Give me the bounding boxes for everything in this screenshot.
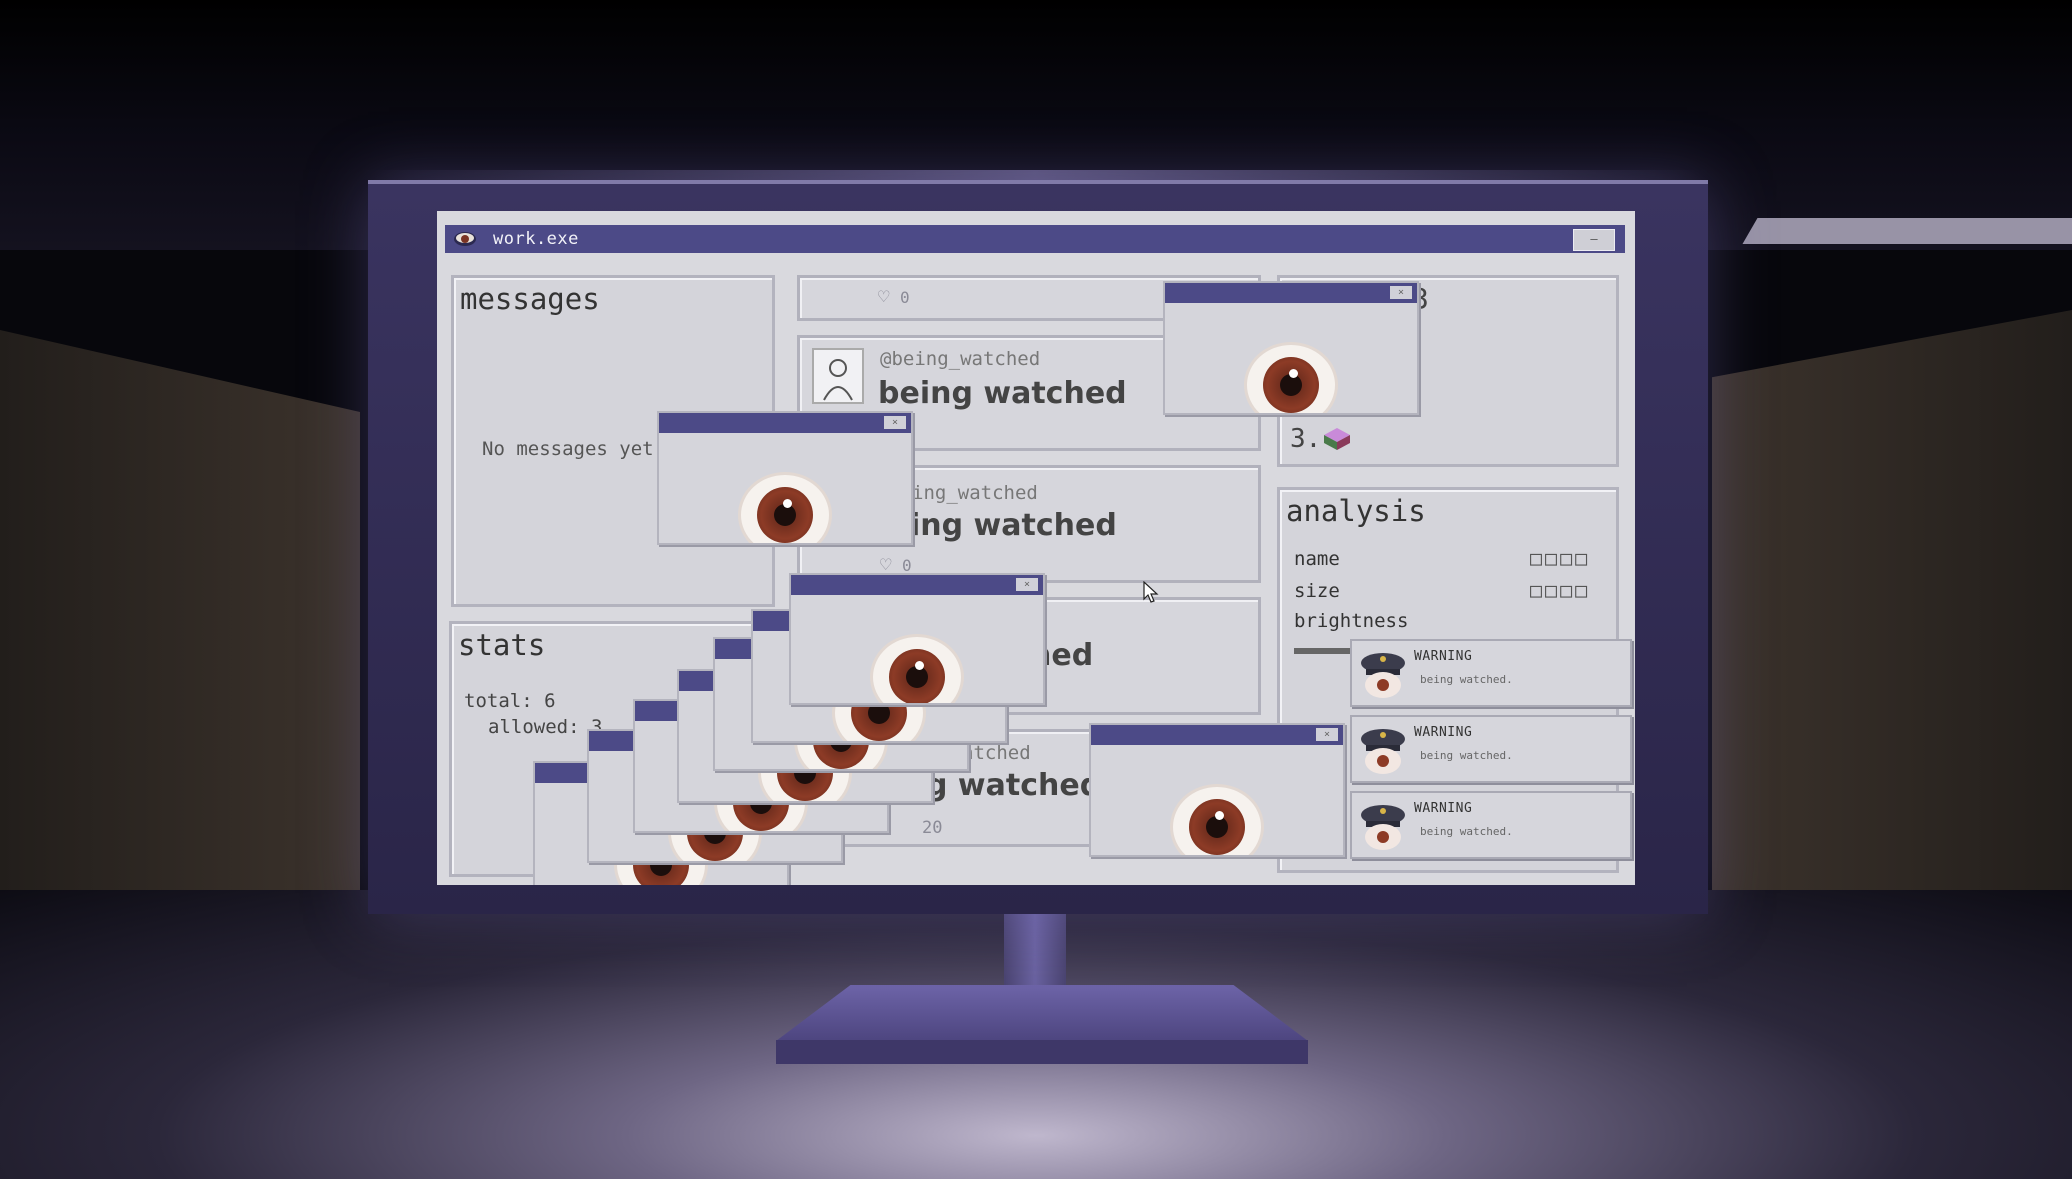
post-text: being watched: [878, 376, 1127, 411]
warning-toast[interactable]: WARNING being watched.: [1350, 791, 1632, 859]
heart-icon[interactable]: ♡: [878, 286, 890, 308]
ranking-item-3: 3.: [1290, 424, 1322, 454]
mouse-pointer-icon: [1143, 581, 1159, 603]
stats-allowed: allowed: 3: [488, 716, 603, 738]
messages-title: messages: [460, 282, 600, 316]
police-officer-icon: [1361, 729, 1405, 774]
warning-toast[interactable]: WARNING being watched.: [1350, 715, 1632, 783]
monitor-stand-base: [776, 985, 1308, 1041]
stats-title: stats: [458, 628, 546, 662]
ceiling-lamp: [1742, 218, 2072, 244]
warning-title: WARNING: [1414, 649, 1473, 664]
popup-close-button[interactable]: ×: [1390, 286, 1412, 299]
staring-eye-icon: [873, 637, 961, 703]
post-text: g watched: [926, 768, 1102, 803]
monitor-stand-edge: [776, 1040, 1308, 1064]
warning-text: being watched.: [1420, 749, 1513, 762]
post-card[interactable]: ing_watched ing watched ♡ 0: [797, 465, 1261, 583]
popup-titlebar[interactable]: ×: [1165, 283, 1417, 303]
like-count: 0: [902, 556, 912, 575]
warning-title: WARNING: [1414, 725, 1473, 740]
stats-total: total: 6: [464, 690, 556, 712]
eye-icon: [454, 232, 476, 246]
monitor-stand-neck: [1004, 905, 1066, 985]
staring-eye-icon: [1173, 787, 1261, 855]
post-handle[interactable]: @being_watched: [880, 348, 1041, 370]
eye-popup-window[interactable]: ×: [1163, 281, 1419, 415]
window-title: work.exe: [493, 229, 579, 249]
warning-text: being watched.: [1420, 825, 1513, 838]
monitor-screen: work.exe – messages No messages yet. sta…: [437, 211, 1635, 885]
cube-icon: [1324, 428, 1350, 450]
window-titlebar[interactable]: work.exe –: [445, 225, 1625, 253]
analysis-name-value: □□□□: [1530, 546, 1591, 570]
like-count: 20: [922, 818, 943, 838]
post-handle[interactable]: atched: [962, 742, 1031, 764]
post-card[interactable]: @being_watched being watched: [797, 335, 1261, 451]
like-count: 0: [900, 288, 910, 307]
analysis-size-label: size: [1294, 580, 1340, 602]
popup-titlebar[interactable]: ×: [791, 575, 1043, 595]
warning-title: WARNING: [1414, 801, 1473, 816]
post-handle[interactable]: ing_watched: [912, 482, 1038, 504]
analysis-brightness-label: brightness: [1294, 610, 1409, 632]
popup-close-button[interactable]: ×: [884, 416, 906, 429]
post-text: ing watched: [910, 508, 1117, 543]
warning-text: being watched.: [1420, 673, 1513, 686]
eye-popup-window[interactable]: ×: [1089, 723, 1345, 857]
heart-icon[interactable]: ♡: [880, 554, 892, 576]
messages-empty-text: No messages yet.: [482, 438, 666, 460]
user-avatar-icon: [812, 348, 864, 404]
warning-toast[interactable]: WARNING being watched.: [1350, 639, 1632, 707]
analysis-size-value: □□□□: [1530, 578, 1591, 602]
analysis-name-label: name: [1294, 548, 1340, 570]
minimize-button[interactable]: –: [1573, 229, 1615, 251]
staring-eye-icon: [741, 475, 829, 543]
police-officer-icon: [1361, 653, 1405, 698]
popup-titlebar[interactable]: ×: [1091, 725, 1343, 745]
police-officer-icon: [1361, 805, 1405, 850]
eye-popup-window[interactable]: ×: [657, 411, 913, 545]
popup-close-button[interactable]: ×: [1316, 728, 1338, 741]
popup-close-button[interactable]: ×: [1016, 578, 1038, 591]
staring-eye-icon: [1247, 345, 1335, 413]
analysis-title: analysis: [1286, 494, 1426, 528]
eye-popup-window[interactable]: ×: [789, 573, 1045, 705]
popup-titlebar[interactable]: ×: [659, 413, 911, 433]
